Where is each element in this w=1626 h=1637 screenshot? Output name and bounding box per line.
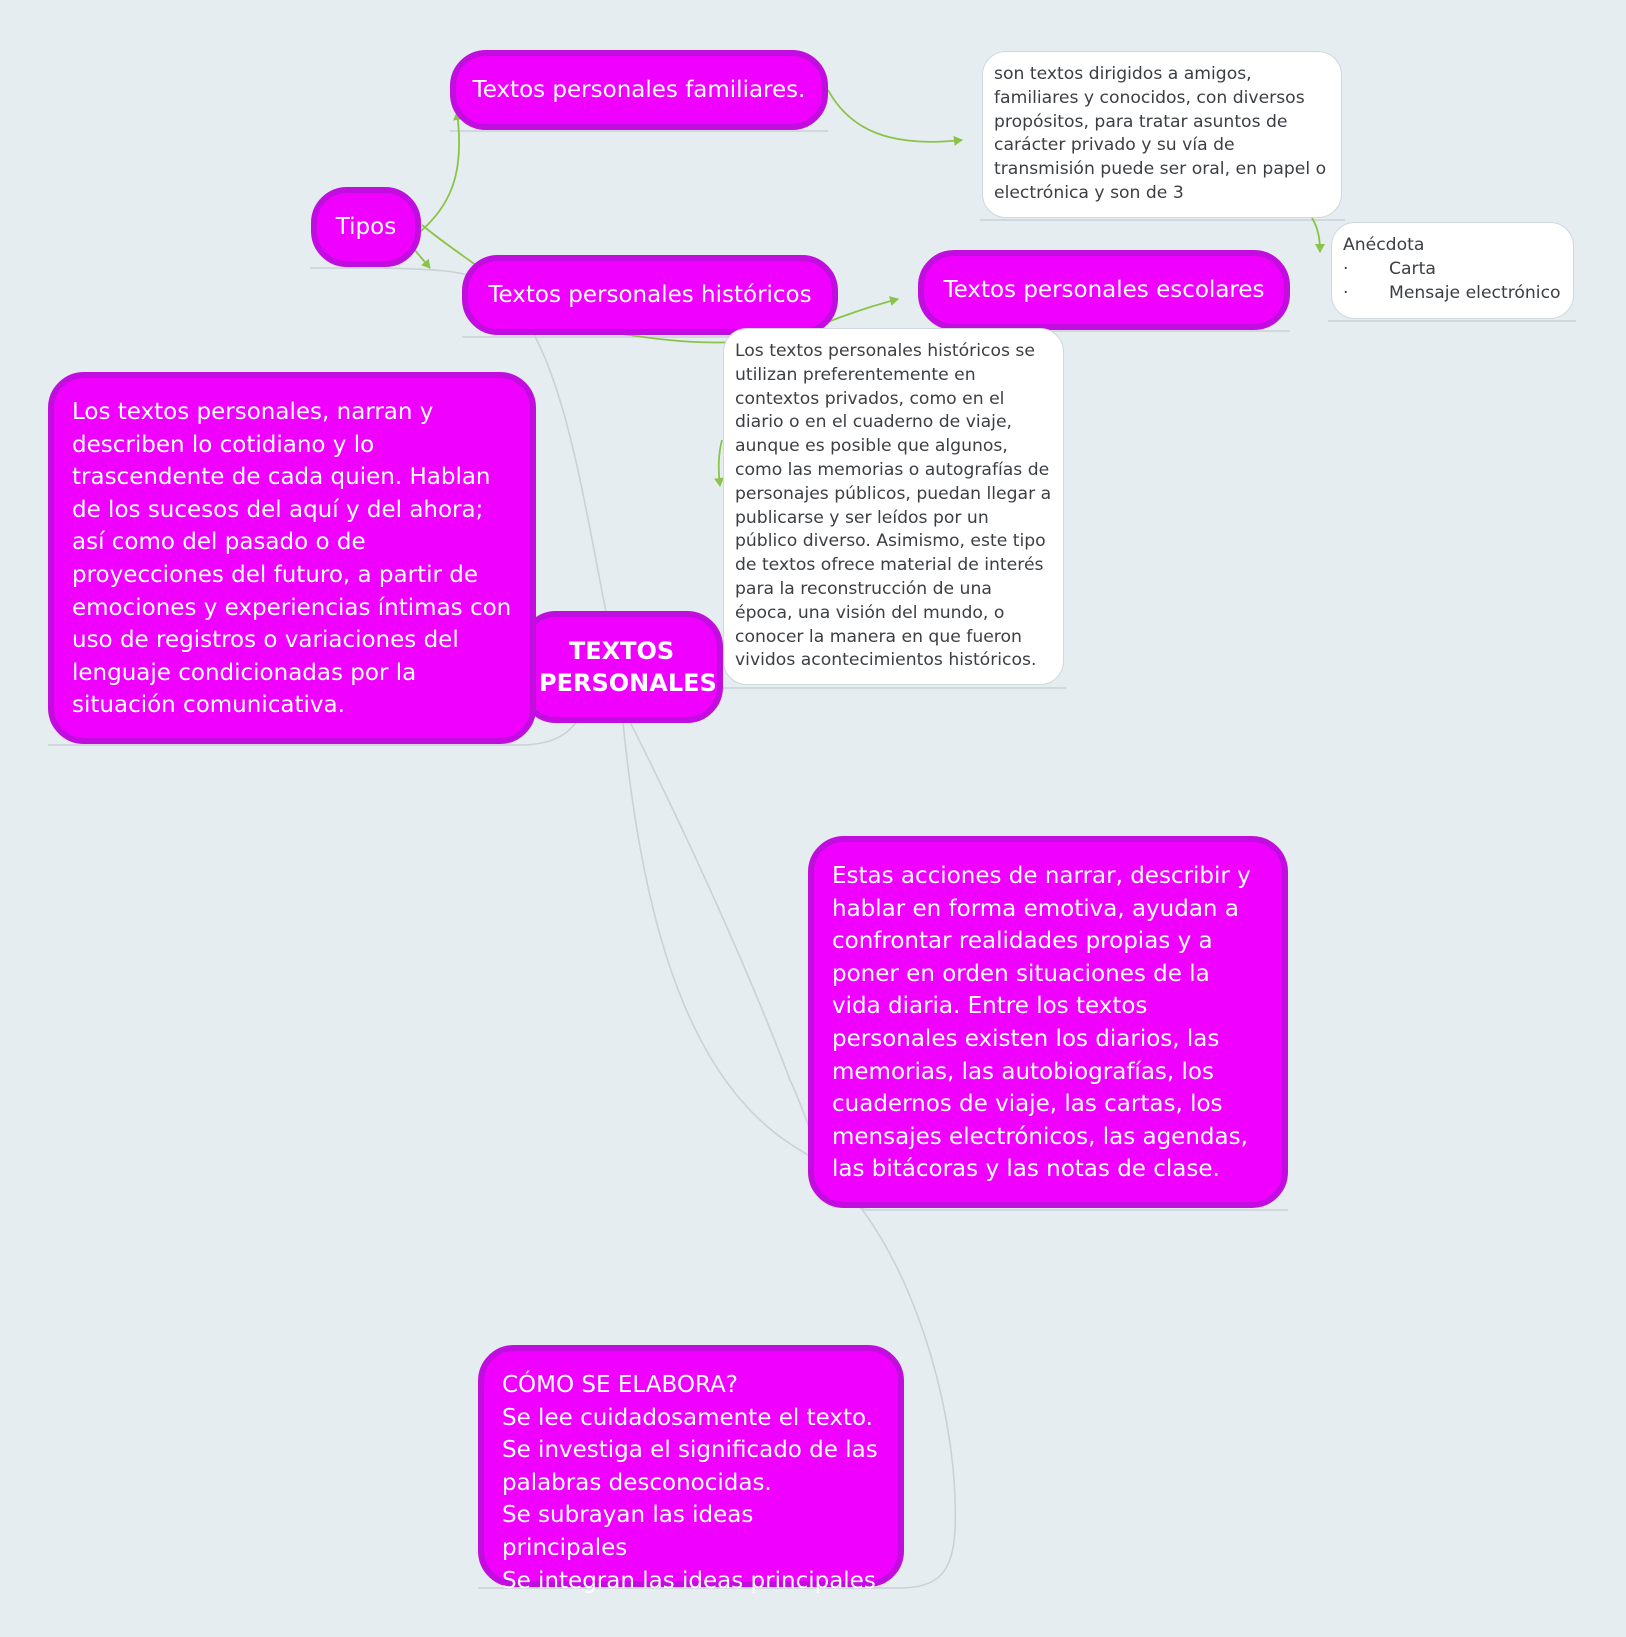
example-item: · Mensaje electrónico xyxy=(1343,282,1562,306)
arrow-tipos-historicos-b xyxy=(421,224,481,269)
acciones-node[interactable]: Estas acciones de narrar, describir y ha… xyxy=(808,836,1288,1208)
elabora-step: Se subrayan las ideas principales xyxy=(502,1502,754,1561)
arrow-familiares-desc xyxy=(827,89,963,146)
bullet-dot: · xyxy=(1343,282,1349,303)
central-topic-node[interactable]: TEXTOS PERSONALES xyxy=(520,611,723,723)
elabora-title: CÓMO SE ELABORA? xyxy=(502,1372,738,1398)
intro-node[interactable]: Los textos personales, narran y describe… xyxy=(48,372,536,744)
familiares-node[interactable]: Textos personales familiares. xyxy=(450,50,828,130)
familiares-description-note[interactable]: son textos dirigidos a amigos, familiare… xyxy=(982,51,1342,218)
example-item-text: Carta xyxy=(1389,258,1436,279)
arrow-tipos-historicos xyxy=(412,247,431,269)
elabora-step: Se integran las ideas principales xyxy=(502,1567,876,1594)
historicos-description-note[interactable]: Los textos personales históricos se util… xyxy=(723,328,1064,685)
tipos-label: Tipos xyxy=(335,214,397,240)
elabora-node[interactable]: CÓMO SE ELABORA? Se lee cuidadosamente e… xyxy=(478,1345,904,1594)
elabora-step: Se investiga el significado de las palab… xyxy=(502,1437,878,1496)
historicos-description-text: Los textos personales históricos se util… xyxy=(735,341,1052,671)
arrow-historicos-desc xyxy=(714,439,724,487)
elabora-step: Se lee cuidadosamente el texto. xyxy=(502,1404,873,1431)
familiares-description-text: son textos dirigidos a amigos, familiare… xyxy=(994,64,1327,203)
familiares-label: Textos personales familiares. xyxy=(472,77,806,103)
escolares-label: Textos personales escolares xyxy=(943,277,1265,303)
historicos-label: Textos personales históricos xyxy=(488,282,812,308)
connector-central-elabora xyxy=(478,711,957,1589)
arrow-desc-ejemplos xyxy=(1311,217,1325,253)
bullet-dot: · xyxy=(1343,258,1349,279)
example-item: Anécdota xyxy=(1343,235,1425,255)
examples-note[interactable]: Anécdota · Carta · Mensaje electrónico xyxy=(1331,222,1574,319)
tipos-node[interactable]: Tipos xyxy=(311,187,421,267)
acciones-text: Estas acciones de narrar, describir y ha… xyxy=(832,863,1251,1183)
historicos-node[interactable]: Textos personales históricos xyxy=(462,255,838,335)
escolares-node[interactable]: Textos personales escolares xyxy=(918,250,1290,330)
example-item: · Carta xyxy=(1343,258,1562,282)
intro-text: Los textos personales, narran y describe… xyxy=(72,399,512,719)
example-item-text: Mensaje electrónico xyxy=(1389,282,1561,303)
arrow-tipos-familiares xyxy=(419,111,463,233)
central-topic-label: TEXTOS PERSONALES xyxy=(539,637,717,697)
